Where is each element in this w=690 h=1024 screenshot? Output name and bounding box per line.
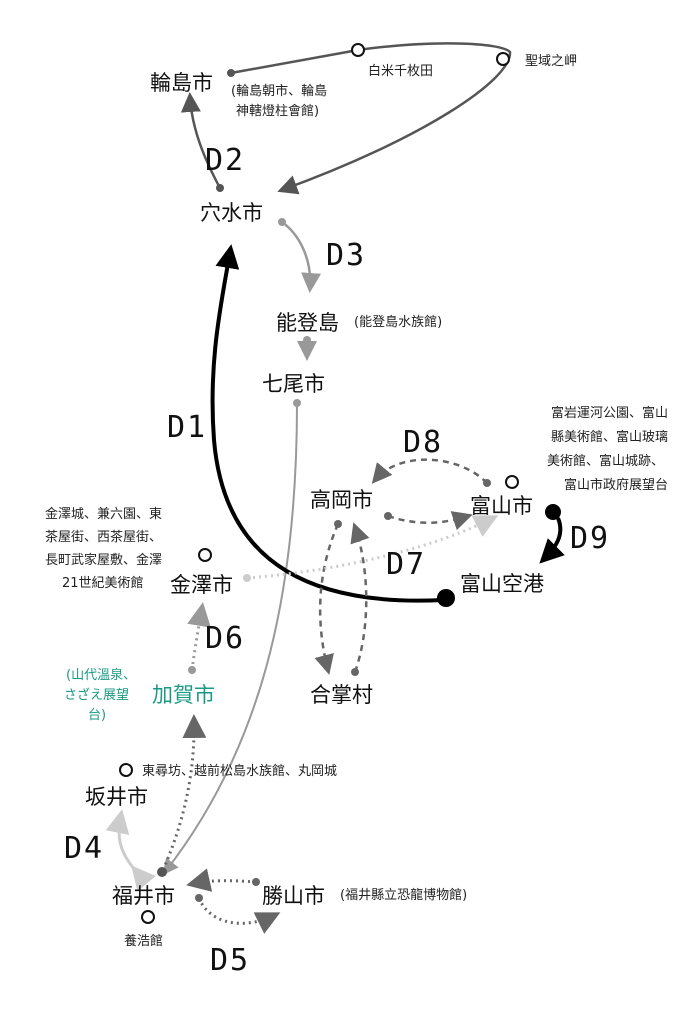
note-sakai: 東尋坊、越前松島水族館、丸岡城 xyxy=(142,763,337,779)
note-notojima: (能登島水族館) xyxy=(354,314,442,330)
note-kanazawa: 金澤城、兼六園、東 xyxy=(45,506,162,522)
note-wajima: 神轄燈柱會館) xyxy=(236,103,319,119)
day-label-d3: D3 xyxy=(326,238,366,273)
route-d8 xyxy=(314,458,519,676)
city-katsuyama: 勝山市 xyxy=(262,884,325,908)
route-d2 xyxy=(180,42,512,195)
note-toyama: 富山市政府展望台 xyxy=(564,477,668,493)
route-d1 xyxy=(210,244,455,607)
city-kanazawa: 金澤市 xyxy=(170,573,233,597)
spot-marker xyxy=(496,52,510,66)
route-d5 xyxy=(141,868,281,934)
route-d6 xyxy=(161,602,211,871)
route-d9 xyxy=(539,504,565,564)
day-label-d9: D9 xyxy=(570,521,610,556)
city-nanao: 七尾市 xyxy=(262,372,325,396)
day-label-d6: D6 xyxy=(205,621,245,656)
spot-marker xyxy=(351,43,365,57)
city-kaga: 加賀市 xyxy=(152,683,215,707)
note-toyama: 縣美術館、富山玻璃 xyxy=(551,429,668,445)
day-label-d2: D2 xyxy=(205,143,245,178)
city-fukui: 福井市 xyxy=(112,884,175,908)
note-kaga: さざえ展望 xyxy=(64,687,129,703)
day-label-d8: D8 xyxy=(403,425,443,460)
note-kanazawa: 21世紀美術館 xyxy=(62,576,144,591)
day-label-d5: D5 xyxy=(210,943,250,978)
day-label-d7: D7 xyxy=(386,547,426,582)
route-d4 xyxy=(105,763,167,892)
note-kaga: (山代溫泉、 xyxy=(66,667,136,683)
note-shiroyone: 白米千枚田 xyxy=(368,63,433,79)
note-katsuyama: (福井縣立恐龍博物館) xyxy=(340,887,467,903)
city-anamizu: 穴水市 xyxy=(200,201,263,225)
note-wajima: (輪島朝市、輪島 xyxy=(231,83,327,99)
note-kaga: 台) xyxy=(88,708,106,723)
note-toyama: 富岩運河公園、富山 xyxy=(551,405,668,421)
city-sakai: 坂井市 xyxy=(85,785,148,809)
note-kanazawa: 長町武家屋敷、金澤 xyxy=(45,552,162,568)
city-toyama-airport: 富山空港 xyxy=(460,572,544,596)
note-fukui: 養浩館 xyxy=(124,933,163,949)
day-label-d4: D4 xyxy=(64,831,104,866)
city-gassho: 合掌村 xyxy=(310,683,373,707)
route-d7 xyxy=(198,515,499,582)
city-wajima: 輪島市 xyxy=(150,71,213,95)
note-kanazawa: 茶屋街、西茶屋街、 xyxy=(45,529,162,545)
city-toyama: 富山市 xyxy=(470,494,533,518)
note-seiiki: 聖域之岬 xyxy=(525,54,577,69)
city-takaoka: 高岡市 xyxy=(310,488,373,512)
note-toyama: 美術館、富山城跡、 xyxy=(547,453,664,469)
day-label-d1: D1 xyxy=(167,410,207,445)
route-d3 xyxy=(162,218,322,876)
city-notojima: 能登島 xyxy=(276,311,339,335)
